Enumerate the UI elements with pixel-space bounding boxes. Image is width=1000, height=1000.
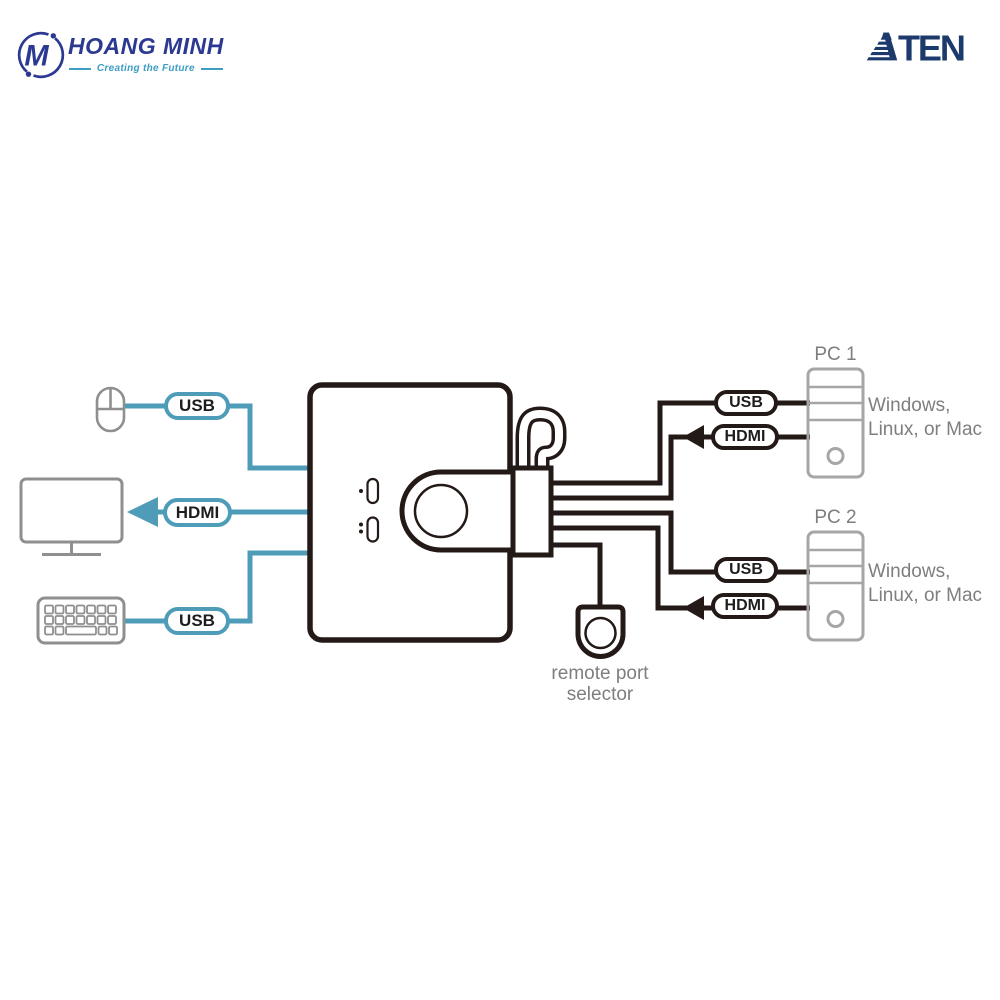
monitor-hdmi-pill: HDMI	[163, 498, 232, 527]
logo-monogram: M	[24, 40, 49, 72]
pc1-os-line2: Linux, or Mac	[868, 419, 983, 440]
logo-arc-left	[17, 31, 49, 73]
pc1-title: PC 1	[814, 344, 857, 365]
pc2-tower-icon	[806, 530, 865, 642]
hdmi-monitor-arrow-icon	[127, 497, 158, 527]
pc2-os-line2: Linux, or Mac	[868, 585, 983, 606]
mouse-usb-pill: USB	[164, 392, 230, 420]
remote-port-selector-label: remote port selector	[518, 663, 682, 705]
company-name: HOANG MINH	[68, 33, 224, 59]
kvm-port-dots	[359, 489, 363, 534]
monitor-icon	[19, 477, 124, 556]
tagline-text: Creating the Future	[96, 63, 195, 74]
aten-letters-ten: TEN	[898, 31, 964, 62]
spacebar-key	[65, 625, 97, 636]
pc1-hdmi-pill: HDMI	[711, 424, 779, 450]
tagline-dash-right	[200, 67, 223, 70]
aten-logo: TEN	[864, 27, 968, 68]
pc1-os-line1: Windows,	[868, 395, 951, 416]
pc1-os-label: Windows, Linux, or Mac	[868, 394, 982, 442]
hoang-minh-logo-mark: M	[17, 31, 65, 79]
pc2-title: PC 2	[814, 507, 857, 528]
keyboard-usb-pill: USB	[164, 607, 230, 635]
pc2-os-line1: Windows,	[868, 561, 951, 582]
port2-indicator	[366, 516, 380, 543]
logo-dot-bottom	[25, 71, 32, 77]
pc2-os-label: Windows, Linux, or Mac	[868, 560, 982, 608]
kvm-switch	[307, 382, 567, 643]
company-tagline: Creating the Future	[68, 63, 224, 74]
kvm-port-indicators	[366, 477, 380, 543]
keyboard-icon	[36, 596, 126, 645]
pc2-hdmi-pill: HDMI	[711, 593, 779, 619]
logo-dot-top	[50, 33, 56, 39]
aten-logo-svg: TEN	[866, 27, 966, 68]
aten-letter-a	[866, 32, 898, 61]
pc1-usb-pill: USB	[714, 390, 778, 416]
mouse-icon	[95, 386, 126, 433]
hdmi-pc1-arrow-icon	[683, 425, 704, 449]
cable-remote-selector	[551, 542, 603, 610]
selector-label-line2: selector	[566, 684, 634, 705]
logo-arc-right	[33, 37, 65, 79]
pc2-usb-pill: USB	[714, 557, 778, 583]
hoang-minh-logo: M	[16, 30, 66, 80]
kvm-cable-exit-circle	[413, 483, 469, 539]
remote-port-selector-icon	[575, 604, 626, 659]
tagline-dash-left	[68, 67, 91, 70]
hdmi-pc2-arrow-icon	[683, 596, 704, 620]
port1-indicator	[366, 477, 380, 505]
selector-label-line1: remote port	[551, 663, 649, 684]
company-text-block: HOANG MINH Creating the Future	[68, 33, 224, 74]
kvm-cable-hook	[515, 406, 567, 472]
kvm-connector-block	[510, 465, 554, 558]
pc1-tower-icon	[806, 367, 865, 479]
